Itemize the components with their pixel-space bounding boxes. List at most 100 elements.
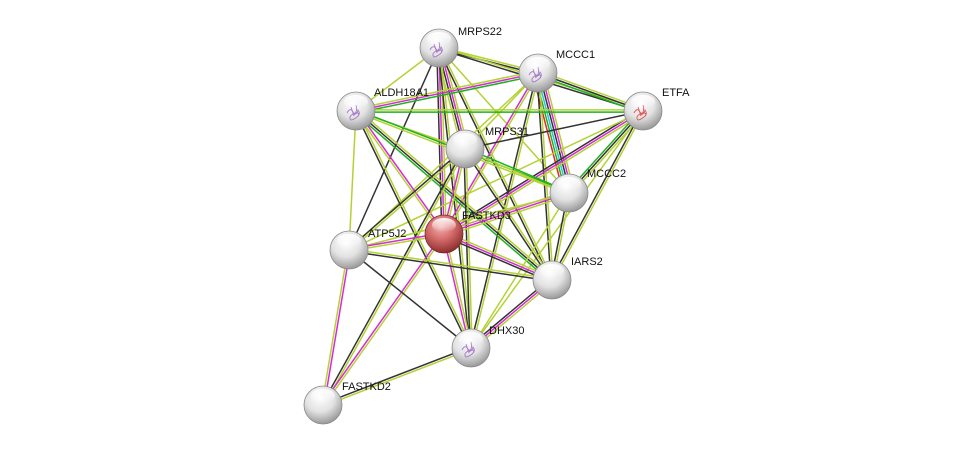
node-label: ATP5J2 <box>368 228 406 240</box>
edge-line-coexpression <box>464 110 644 150</box>
edge-line-textmining <box>444 112 645 237</box>
node-highlight <box>557 177 581 191</box>
edge-line-textmining <box>444 73 540 235</box>
node-label: FASTKD3 <box>462 210 511 222</box>
edge-mrps22-atp5j2[interactable] <box>348 47 440 251</box>
node-highlight <box>311 389 335 403</box>
edge-mrps31-atp5j2[interactable] <box>347 147 467 252</box>
edge-line-coexpression <box>348 47 440 251</box>
edge-etfa-aldh18a1[interactable] <box>356 109 643 113</box>
edge-line-neighborhood <box>356 74 539 114</box>
edge-aldh18a1-dhx30[interactable] <box>354 110 473 349</box>
edge-line-coexpression <box>347 147 465 250</box>
edge-line-textmining <box>444 233 473 348</box>
edge-line-textmining <box>444 231 554 279</box>
edge-mrps31-dhx30[interactable] <box>463 148 473 349</box>
node-label: IARS2 <box>571 256 603 268</box>
node-highlight <box>432 218 456 232</box>
node-highlight <box>459 332 483 346</box>
edge-line-textmining <box>552 111 645 281</box>
edge-line-coexpression <box>348 249 472 349</box>
edge-line-textmining <box>323 149 467 406</box>
edge-mccc2-fastkd3[interactable] <box>443 190 570 237</box>
edge-line-textmining <box>465 147 554 280</box>
edge-mccc2-atp5j2[interactable] <box>348 192 570 251</box>
edge-mccc1-aldh18a1[interactable] <box>355 70 539 114</box>
edge-line-experiments <box>323 250 351 406</box>
edge-line-textmining <box>355 70 538 110</box>
edge-etfa-mrps31[interactable] <box>464 110 644 150</box>
edge-line-textmining <box>321 249 349 405</box>
edge-mrps31-fastkd2[interactable] <box>321 148 467 406</box>
edge-line-coexpression <box>442 235 552 283</box>
edge-line-textmining <box>444 194 570 237</box>
edge-line-textmining <box>349 149 467 252</box>
edge-etfa-atp5j2[interactable] <box>348 110 644 251</box>
edge-line-coexpression <box>550 110 643 280</box>
edge-line-textmining <box>348 110 357 251</box>
node-mrps22[interactable]: MRPS22 <box>419 26 502 68</box>
node-highlight <box>631 95 655 109</box>
node-label: MRPS31 <box>485 126 529 138</box>
edge-mrps22-mccc2[interactable] <box>438 47 570 194</box>
edge-line-coexpression <box>322 346 471 405</box>
node-atp5j2[interactable]: ATP5J2 <box>329 228 406 270</box>
edge-mccc1-mccc2[interactable] <box>531 71 576 195</box>
node-fastkd2[interactable]: FASTKD2 <box>303 381 391 425</box>
node-label: ALDH18A1 <box>374 87 429 99</box>
node-highlight <box>427 32 451 46</box>
edge-fastkd3-iars2[interactable] <box>442 231 554 283</box>
node-iars2[interactable]: IARS2 <box>532 256 603 300</box>
edge-line-experiments <box>442 72 538 234</box>
node-etfa[interactable]: ETFA <box>623 87 690 131</box>
edge-atp5j2-iars2[interactable] <box>348 248 553 282</box>
edge-line-coexpression <box>538 72 571 193</box>
edge-mccc1-iars2[interactable] <box>536 72 554 281</box>
node-mrps31[interactable]: MRPS31 <box>445 126 529 169</box>
edge-etfa-iars2[interactable] <box>550 110 645 281</box>
edge-line-textmining <box>349 248 553 280</box>
edge-fastkd3-dhx30[interactable] <box>442 233 473 349</box>
edge-line-coexpression <box>321 148 465 405</box>
edge-etfa-dhx30[interactable] <box>470 110 644 349</box>
edge-line-experiments <box>442 234 471 349</box>
edge-line-experiments <box>443 233 553 281</box>
edge-atp5j2-dhx30[interactable] <box>348 249 472 349</box>
edge-dhx30-fastkd2[interactable] <box>322 346 472 407</box>
edge-line-coexpression <box>348 250 552 282</box>
edge-layer <box>321 46 646 407</box>
node-mccc2[interactable]: MCCC2 <box>549 168 626 213</box>
edge-line-database <box>536 73 569 194</box>
edge-atp5j2-fastkd2[interactable] <box>321 249 351 406</box>
edge-line-homology <box>443 190 569 233</box>
edge-line-textmining <box>438 47 570 194</box>
edge-line-textmining <box>465 148 473 348</box>
node-highlight <box>540 264 564 278</box>
edge-line-experiments <box>443 192 570 235</box>
node-aldh18a1[interactable]: ALDH18A1 <box>336 87 429 131</box>
node-highlight <box>344 95 368 109</box>
node-mccc1[interactable]: MCCC1 <box>518 49 595 93</box>
edge-line-experiments <box>540 71 573 193</box>
edge-line-coexpression <box>436 48 443 235</box>
edge-line-textmining <box>470 110 644 349</box>
edge-line-textmining <box>470 192 570 349</box>
edge-mccc1-fastkd3[interactable] <box>442 72 540 235</box>
edge-mccc2-dhx30[interactable] <box>470 192 570 349</box>
edge-aldh18a1-atp5j2[interactable] <box>348 110 357 251</box>
edge-line-coexpression <box>354 111 471 349</box>
edge-line-textmining <box>348 192 570 251</box>
edge-line-textmining <box>323 348 472 407</box>
edge-line-textmining <box>348 110 644 251</box>
node-label: MCCC1 <box>556 49 595 61</box>
node-highlight <box>526 57 550 71</box>
edge-line-textmining <box>538 72 554 280</box>
edge-line-textmining <box>323 234 446 407</box>
edge-line-textmining <box>542 71 576 192</box>
node-fastkd3[interactable]: FASTKD3 <box>424 210 511 254</box>
edge-line-coexpression <box>463 149 471 349</box>
node-dhx30[interactable]: DHX30 <box>451 325 524 368</box>
node-label: DHX30 <box>489 325 524 337</box>
